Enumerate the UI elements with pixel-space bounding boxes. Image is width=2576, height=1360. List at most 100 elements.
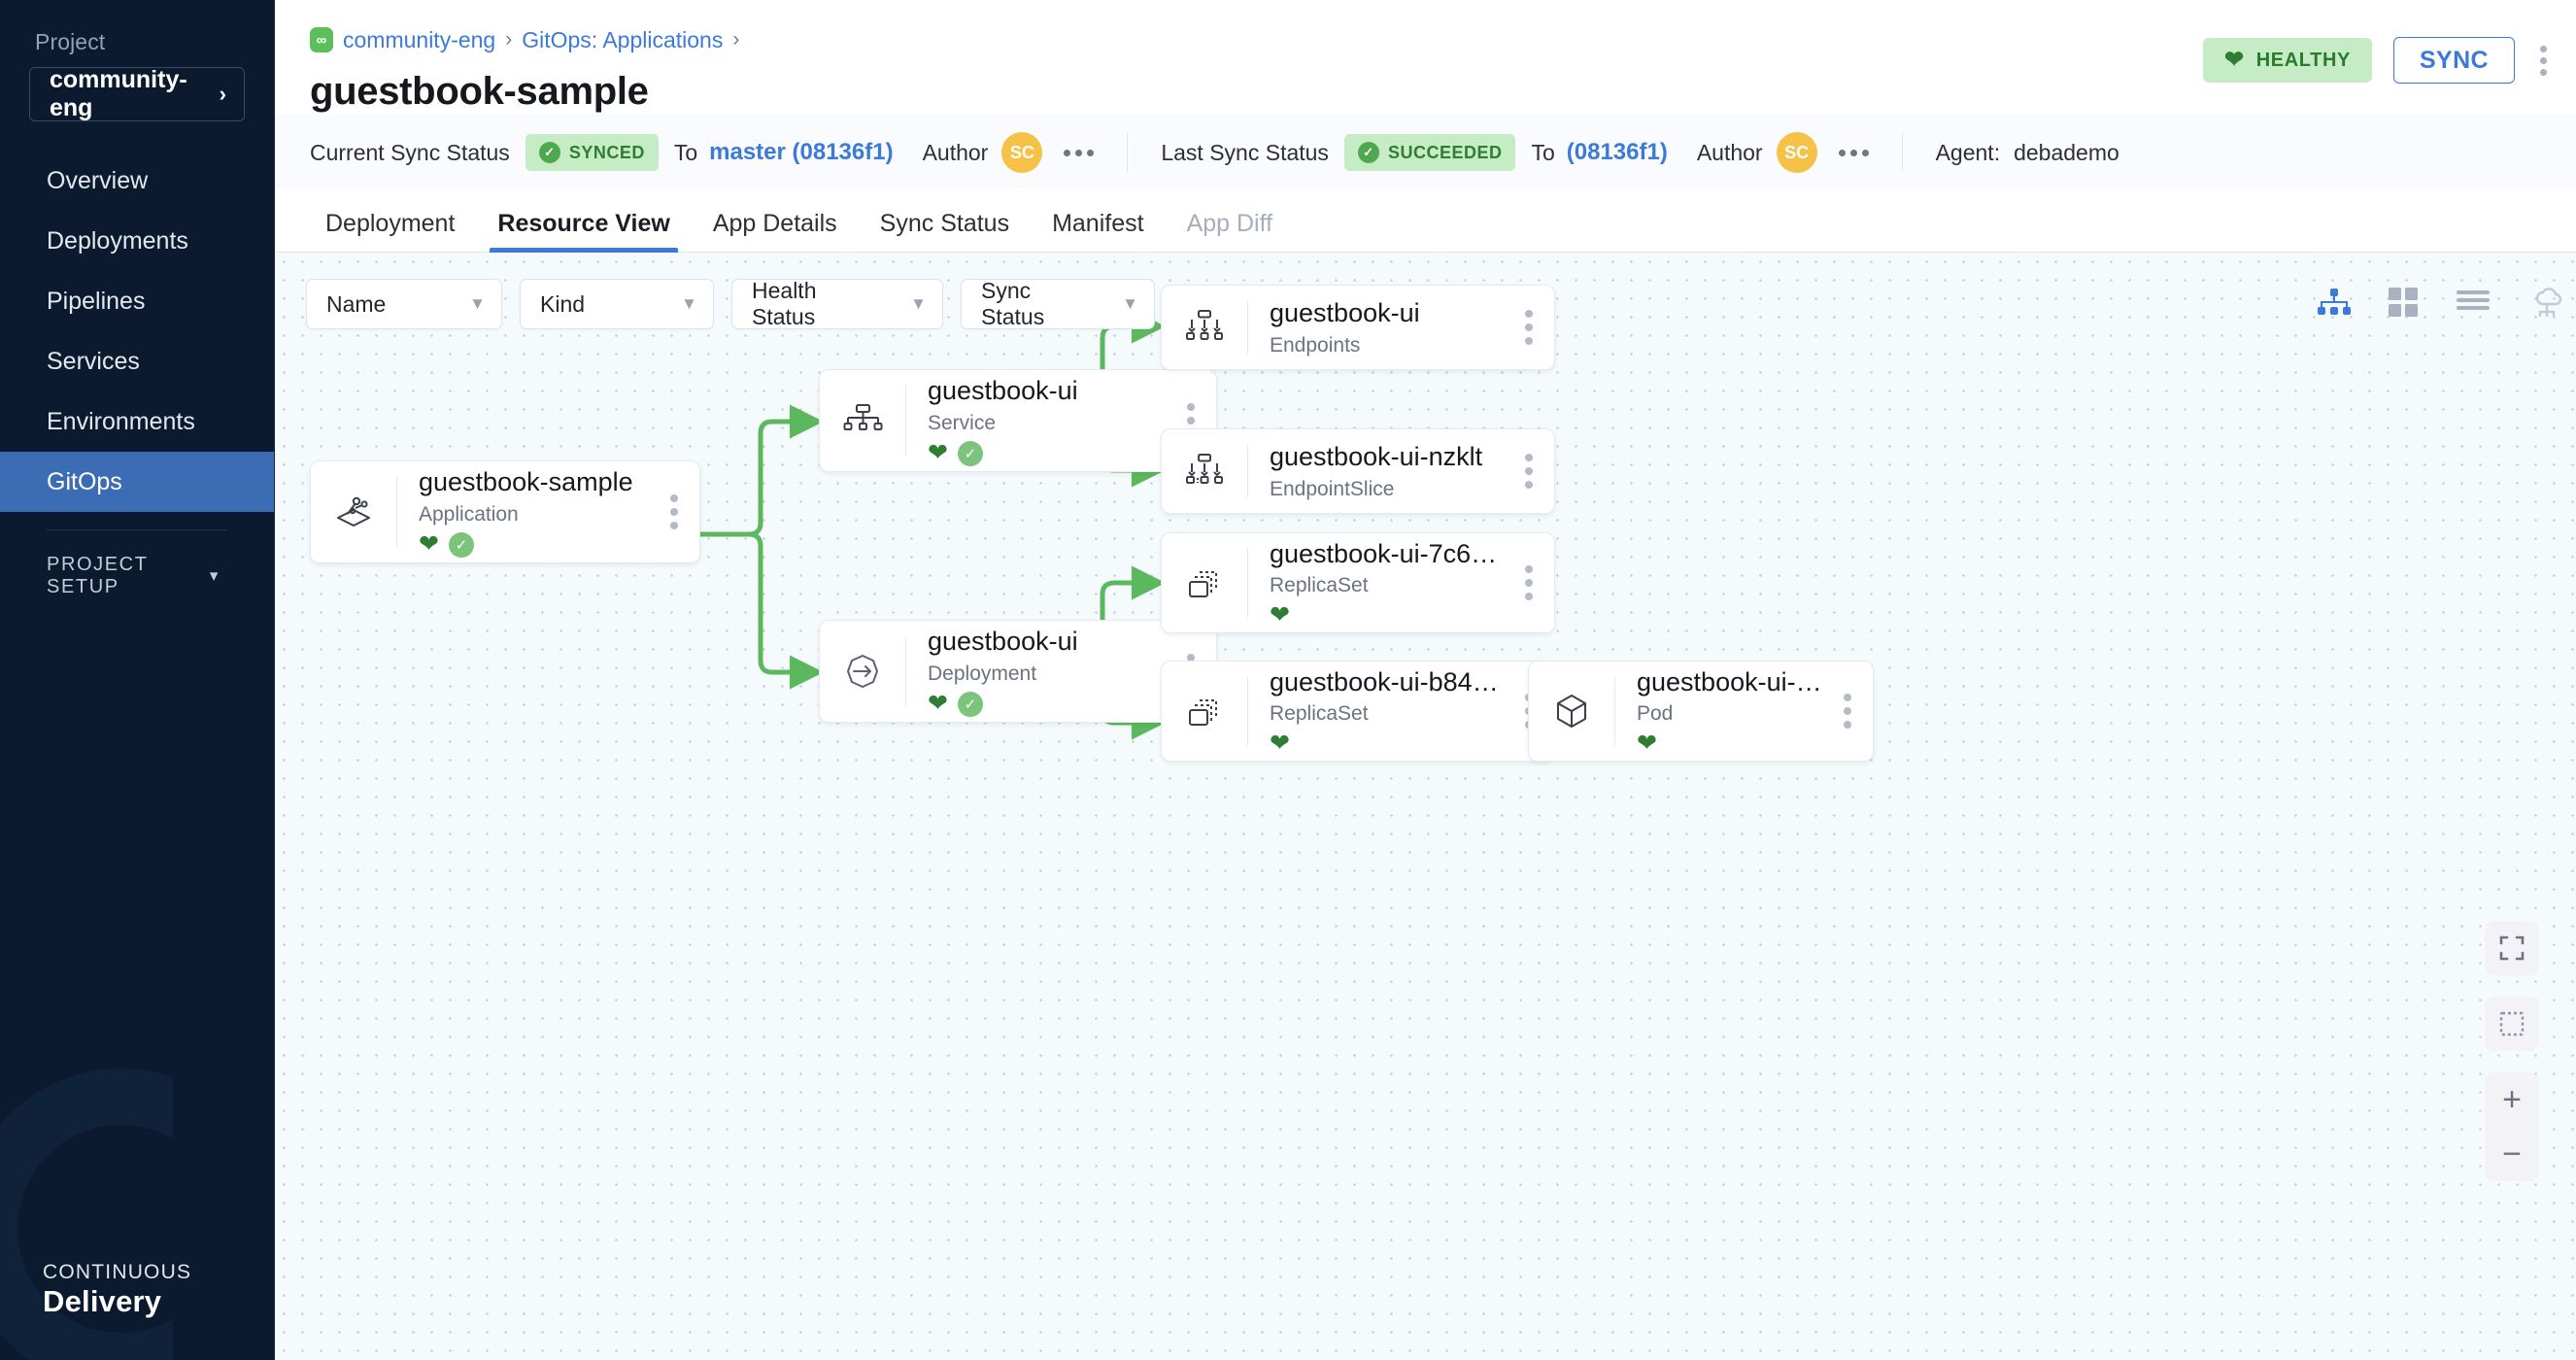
last-sync-revision-link[interactable]: (08136f1) (1566, 139, 1668, 165)
chevron-right-icon: › (219, 82, 226, 106)
sidebar-project-setup[interactable]: PROJECT SETUP ▾ (0, 554, 274, 598)
node-overflow-menu-icon[interactable] (1517, 454, 1554, 489)
node-overflow-menu-icon[interactable] (1517, 310, 1554, 345)
graph-node-deployment[interactable]: guestbook-ui Deployment ❤ ✓ (819, 620, 1217, 723)
current-sync-status-chip[interactable]: ✓ SYNCED (525, 134, 659, 171)
node-kind: Application (419, 502, 519, 526)
graph-node-application[interactable]: guestbook-sample Application ❤ ✓ (310, 460, 700, 563)
sidebar-item-label: Pipelines (47, 287, 146, 315)
filter-name[interactable]: Name ▼ (306, 279, 502, 329)
app-overflow-menu-icon[interactable] (2536, 42, 2551, 80)
replicaset-icon (1162, 662, 1247, 761)
status-badge-healthy[interactable]: ❤ HEALTHY (2203, 38, 2372, 83)
node-divider (905, 636, 906, 706)
filter-kind[interactable]: Kind ▼ (520, 279, 714, 329)
filter-health-status[interactable]: Health Status ▼ (731, 278, 943, 329)
sidebar: Project community-eng › Overview Deploym… (0, 0, 275, 1360)
sidebar-divider (47, 529, 227, 530)
sidebar-item-deployments[interactable]: Deployments (0, 211, 274, 271)
breadcrumb-item-project[interactable]: community-eng (343, 26, 496, 52)
last-sync-overflow-icon[interactable] (1838, 149, 1869, 156)
graph-node-service[interactable]: guestbook-ui Service ❤ ✓ (819, 369, 1217, 472)
current-sync-overflow-icon[interactable] (1064, 149, 1095, 156)
node-name: guestbook-ui (1270, 298, 1420, 328)
avatar[interactable]: SC (1001, 132, 1043, 173)
sidebar-project-setup-label: PROJECT SETUP (47, 554, 149, 597)
node-divider (1614, 677, 1615, 745)
graph-node-replicaset-1[interactable]: guestbook-ui-7c64987dc9 ReplicaSet ❤ (1161, 532, 1555, 633)
filter-bar: Name ▼ Kind ▼ Health Status ▼ Sync Statu… (306, 278, 1155, 329)
list-view-icon[interactable] (2456, 289, 2491, 316)
node-body: guestbook-ui-nzklt EndpointSlice (1248, 429, 1517, 513)
tab-bar: Deployment Resource View App Details Syn… (275, 188, 2576, 253)
chevron-down-icon: ▼ (1122, 294, 1138, 313)
tab-sync-status[interactable]: Sync Status (879, 210, 1010, 237)
node-name: guestbook-ui-b848d5d9d (1270, 666, 1506, 697)
service-icon (820, 370, 905, 471)
brand-line-1: CONTINUOUS (43, 1261, 192, 1284)
node-divider (905, 386, 906, 456)
chevron-down-icon: ▼ (469, 294, 486, 313)
node-body: guestbook-ui Service ❤ ✓ (906, 370, 1179, 471)
node-body: guestbook-ui-b848d5d9d ReplicaSet ❤ (1248, 662, 1517, 761)
graph-node-pod[interactable]: guestbook-ui-b848d5d9... Pod ❤ (1528, 661, 1874, 762)
chevron-down-icon: ▼ (681, 294, 697, 313)
breadcrumb-separator: › (505, 28, 513, 51)
tab-app-details[interactable]: App Details (712, 210, 837, 237)
tab-deployment[interactable]: Deployment (325, 210, 456, 237)
project-icon: ∞ (310, 27, 333, 52)
heart-icon: ❤ (928, 690, 948, 718)
page-title: guestbook-sample (310, 70, 649, 113)
node-overflow-menu-icon[interactable] (662, 494, 699, 529)
fit-screen-icon[interactable] (2485, 921, 2539, 975)
graph-node-endpointslice[interactable]: guestbook-ui-nzklt EndpointSlice (1161, 428, 1555, 514)
sidebar-item-gitops[interactable]: GitOps (0, 452, 274, 512)
sidebar-item-label: Overview (47, 166, 149, 194)
graph-node-endpoints[interactable]: guestbook-ui Endpoints (1161, 285, 1555, 370)
tree-view-icon[interactable] (2316, 287, 2351, 318)
project-selector-name: community-eng (50, 66, 187, 121)
node-overflow-menu-icon[interactable] (1517, 565, 1554, 600)
node-status: ❤ (1637, 731, 1824, 756)
filter-sync-status[interactable]: Sync Status ▼ (961, 278, 1155, 329)
graph-node-replicaset-2[interactable]: guestbook-ui-b848d5d9d ReplicaSet ❤ (1161, 661, 1555, 762)
node-kind: Deployment (928, 662, 1037, 685)
check-circle-icon: ✓ (957, 691, 983, 717)
network-view-icon[interactable] (2527, 286, 2566, 319)
current-sync-revision-link[interactable]: master (08136f1) (709, 139, 894, 165)
zoom-in-icon[interactable]: + (2485, 1072, 2539, 1127)
node-divider (396, 477, 397, 547)
project-selector[interactable]: community-eng › (29, 66, 245, 121)
heart-icon: ❤ (1270, 730, 1290, 758)
sync-button[interactable]: SYNC (2392, 37, 2515, 84)
brand-line-2: Delivery (43, 1284, 162, 1319)
resource-graph-canvas[interactable]: Name ▼ Kind ▼ Health Status ▼ Sync Statu… (275, 253, 2576, 1360)
node-status: ❤ (1270, 603, 1506, 628)
node-kind: Endpoints (1270, 333, 1361, 357)
grid-view-icon[interactable] (2388, 287, 2419, 318)
agent-label: Agent: (1935, 139, 2001, 165)
sidebar-item-pipelines[interactable]: Pipelines (0, 271, 274, 331)
heart-icon: ❤ (2224, 47, 2245, 73)
graph-edges (683, 309, 1533, 740)
top-bar: ∞ community-eng › GitOps: Applications ›… (275, 0, 2576, 114)
node-kind: ReplicaSet (1270, 702, 1369, 726)
select-area-icon[interactable] (2485, 997, 2539, 1051)
tab-app-diff: App Diff (1186, 210, 1273, 237)
tab-manifest[interactable]: Manifest (1052, 210, 1144, 237)
sidebar-item-overview[interactable]: Overview (0, 151, 274, 211)
last-sync-status-chip[interactable]: ✓ SUCCEEDED (1343, 134, 1516, 171)
zoom-out-icon[interactable]: − (2485, 1127, 2539, 1181)
heart-icon: ❤ (419, 530, 439, 559)
sidebar-item-services[interactable]: Services (0, 331, 274, 391)
tab-resource-view[interactable]: Resource View (476, 212, 691, 253)
check-circle-icon: ✓ (957, 440, 983, 466)
current-sync-status-value: SYNCED (568, 142, 645, 162)
avatar[interactable]: SC (1776, 132, 1817, 173)
node-overflow-menu-icon[interactable] (1836, 694, 1873, 729)
status-badge-label: HEALTHY (2255, 49, 2351, 71)
current-sync-author-label: Author (922, 139, 989, 165)
sidebar-item-environments[interactable]: Environments (0, 391, 274, 452)
breadcrumb-item-gitops-applications[interactable]: GitOps: Applications (522, 26, 724, 52)
